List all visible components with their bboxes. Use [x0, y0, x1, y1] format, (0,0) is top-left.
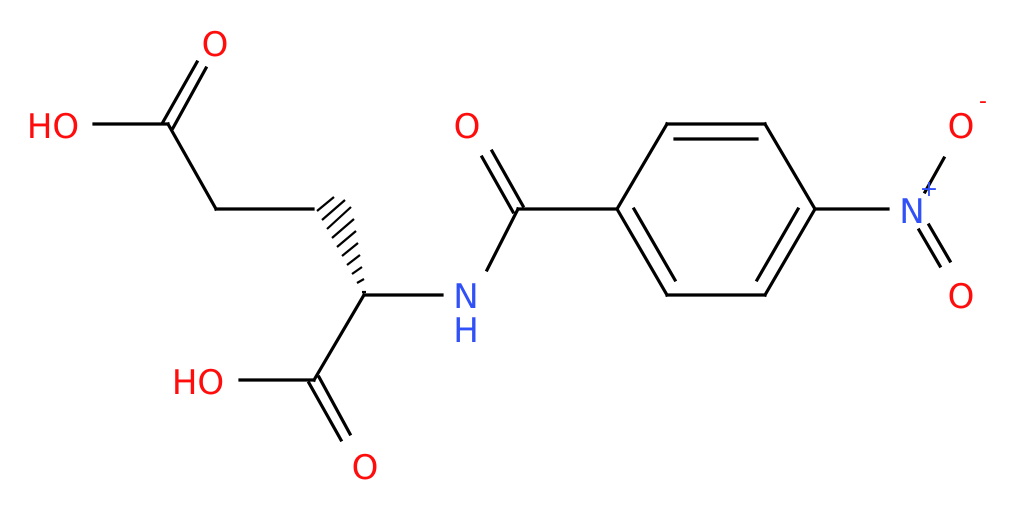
bond-nh-c-amide [484, 206, 521, 273]
bond-c-o-bottom-double-b [316, 374, 353, 437]
charge-o-nitro-up: - [979, 89, 987, 114]
ring-inner-bond-right [754, 206, 801, 283]
atom-o-bottom: O [352, 448, 379, 488]
ring-inner-bond-left [631, 206, 678, 283]
ring-bond-6 [614, 206, 670, 298]
charge-n-nitro: + [920, 177, 938, 202]
bond-c-o-amide-double-b [489, 148, 526, 209]
atom-n-amide: N [453, 277, 478, 317]
bonds [92, 59, 953, 443]
atom-oh-bottom: HO [172, 363, 224, 403]
bond-c-ch2-top [165, 121, 219, 212]
ring-bond-3 [762, 121, 818, 212]
bond-c-o-amide-double-a [479, 154, 516, 215]
atom-oh-top: HO [27, 107, 79, 147]
bond-n-o-nitro-down-a [916, 227, 943, 269]
atom-n-nitro: N [899, 192, 924, 232]
atom-o-nitro-down: O [948, 277, 975, 317]
bond-c-o-top-double-a [160, 59, 200, 125]
bond-c-o-bottom-double-a [306, 380, 344, 443]
atom-labels: O HO O N H N + O - O HO O [27, 25, 987, 488]
ring-bond-1 [614, 121, 670, 212]
ring-bond-4 [762, 206, 818, 298]
bond-n-o-nitro-up [922, 155, 947, 195]
atom-h-amide: H [453, 311, 479, 351]
stereo-hash-wedge [316, 196, 366, 294]
atom-o-top: O [202, 25, 229, 65]
atom-o-amide: O [454, 107, 481, 147]
bond-n-o-nitro-down-b [926, 222, 953, 264]
bond-c-o-top-double-b [170, 65, 209, 131]
bond-calpha-cooh [311, 292, 367, 383]
atom-o-nitro-up: O [948, 107, 975, 147]
